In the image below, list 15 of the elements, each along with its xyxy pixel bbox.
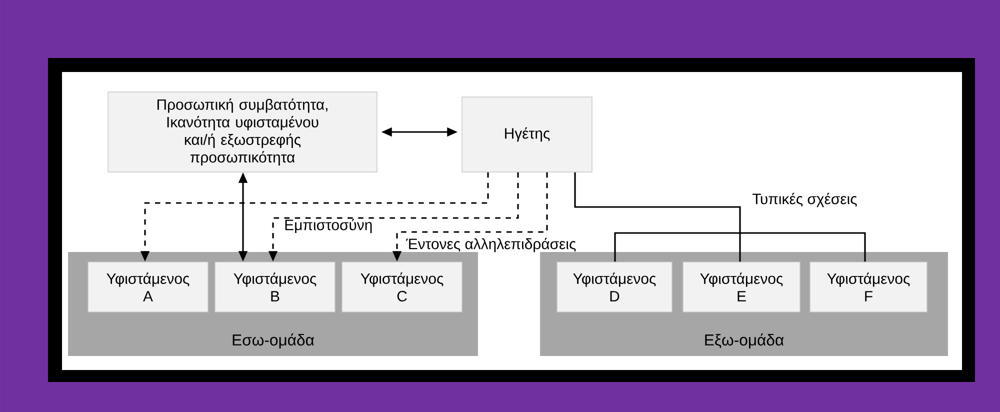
process-box: Ηγέτης [462, 96, 592, 172]
annotation-label: Έντονες αλληλεπιδράσεις [406, 238, 576, 252]
connector-line [574, 172, 741, 233]
annotation-label: Εμπιστοσύνη [285, 218, 372, 234]
connector-line [739, 233, 741, 262]
process-box: Υφιστάμενος D [556, 262, 672, 312]
connector-line [614, 232, 740, 262]
connector-line [740, 232, 866, 262]
annotation-label: Τυπικές σχέσεις [752, 192, 857, 208]
process-box: Υφιστάμενος A [88, 262, 208, 312]
process-box: Υφιστάμενος B [214, 262, 336, 312]
process-box: Προσωπική συμβατότητα, Ικανότητα υφισταμένου και/ή εξωστρεφής προσωπικότητα [108, 92, 378, 172]
process-box: Υφιστάμενος E [682, 262, 800, 312]
process-box: Υφιστάμενος F [810, 262, 928, 312]
process-box: Υφιστάμενος C [342, 262, 462, 312]
